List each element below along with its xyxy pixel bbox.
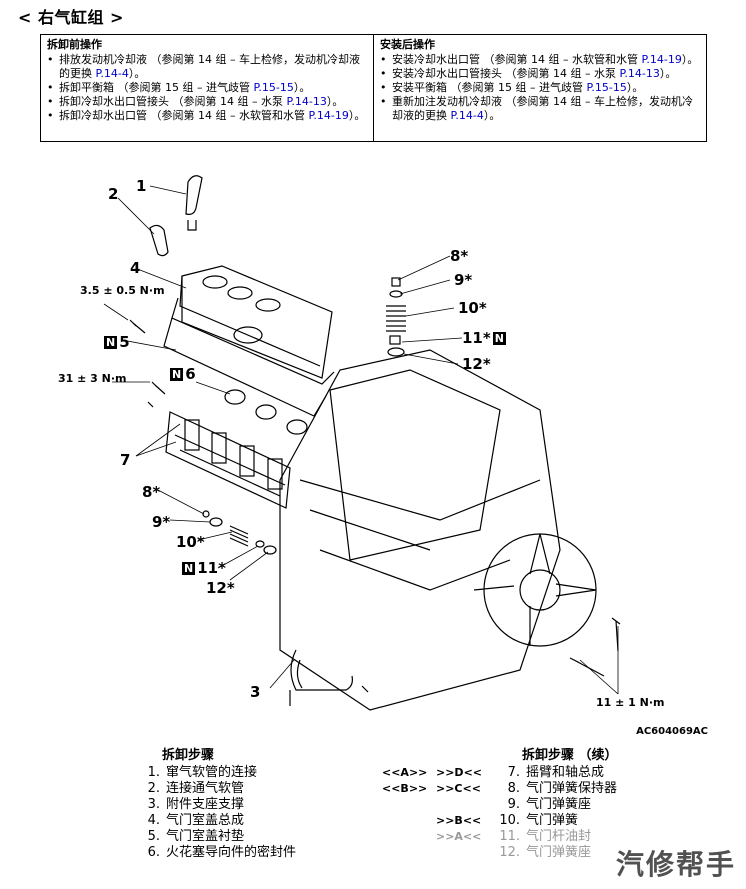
callout-12-left: 12*	[206, 579, 235, 597]
page-link[interactable]: P.15-15	[586, 81, 627, 94]
post-ops-heading: 安装后操作	[380, 38, 435, 51]
pre-ops-item: •排放发动机冷却液 （参阅第 14 组 – 车上检修，发动机冷却液的更换 P.1…	[47, 53, 360, 80]
page-link[interactable]: P.14-13	[286, 95, 327, 108]
replace-part-badge: N	[492, 332, 506, 345]
pre-ops-item: •拆卸冷却水出口管接头 （参阅第 14 组 – 水泵 P.14-13）。	[47, 95, 344, 108]
step-row: 1.窜气软管的连接	[147, 765, 258, 780]
page-link[interactable]: P.14-19	[641, 53, 682, 66]
step-row: 9.气门弹簧座	[507, 797, 592, 812]
callout-8-left: 8*	[142, 483, 161, 501]
step-row: >>A<<11.气门杆油封	[436, 829, 592, 844]
step-row: 2.连接通气软管	[147, 781, 245, 796]
step-row: >>B<<10.气门弹簧	[436, 813, 579, 828]
post-ops-item: •安装冷却水出口管接头 （参阅第 14 组 – 水泵 P.14-13）。	[380, 67, 677, 80]
replace-part-badge: N	[182, 562, 196, 575]
page-link[interactable]: P.14-13	[619, 67, 660, 80]
step-row: 12.气门弹簧座	[499, 845, 592, 860]
watermark-logo: 汽修帮手	[611, 843, 740, 883]
callout-11-right: 11*N	[462, 329, 506, 347]
torque-3-5: 3.5 ± 0.5 N·m	[80, 284, 165, 297]
callout-8-right: 8*	[450, 247, 469, 265]
callout-12-right: 12*	[462, 355, 491, 373]
page-link[interactable]: P.14-4	[95, 67, 129, 80]
step-row: 4.气门室盖总成	[147, 813, 245, 828]
step-row: 6.火花塞导向件的密封件	[147, 845, 297, 860]
callout-9-left: 9*	[152, 513, 171, 531]
step-row: 5.气门室盖衬垫	[147, 829, 245, 844]
engine-illustration	[103, 175, 621, 711]
post-ops-item: •重新加注发动机冷却液 （参阅第 14 组 – 车上检修，发动机冷却液的更换 P…	[380, 95, 693, 122]
replace-part-badge: N	[104, 336, 118, 349]
post-installation-operations: 安装后操作 •安装冷却水出口管 （参阅第 14 组 – 水软管和水管 P.14-…	[373, 35, 706, 141]
replace-part-badge: N	[170, 368, 184, 381]
pre-removal-operations: 拆卸前操作 •排放发动机冷却液 （参阅第 14 组 – 车上检修，发动机冷却液的…	[41, 35, 373, 141]
callout-2: 2	[108, 185, 119, 203]
callout-10-left: 10*	[176, 533, 205, 551]
page-title: < 右气缸组 >	[18, 8, 124, 27]
callout-7: 7	[120, 451, 131, 469]
torque-31: 31 ± 3 N·m	[58, 372, 127, 385]
callout-3: 3	[250, 683, 261, 701]
page-link[interactable]: P.14-4	[450, 109, 484, 122]
post-ops-item: •安装冷却水出口管 （参阅第 14 组 – 水软管和水管 P.14-19）。	[380, 53, 699, 66]
callout-1: 1	[136, 177, 147, 195]
figure-code: AC604069AC	[636, 726, 708, 737]
step-row: 3.附件支座支撑	[147, 797, 245, 812]
removal-steps-continued: 拆卸步骤 （续） <<A>>>>D<<7.摇臂和轴总成 <<B>>>>C<<8.…	[382, 748, 722, 861]
step-row: <<B>>>>C<<8.气门弹簧保持器	[382, 781, 618, 796]
page-link[interactable]: P.14-19	[308, 109, 349, 122]
pre-ops-item: •拆卸冷却水出口管 （参阅第 14 组 – 水软管和水管 P.14-19）。	[47, 109, 366, 122]
callout-4: 4	[130, 259, 141, 277]
pre-ops-item: •拆卸平衡箱 （参阅第 15 组 – 进气歧管 P.15-15）。	[47, 81, 311, 94]
post-ops-item: •安装平衡箱 （参阅第 15 组 – 进气歧管 P.15-15）。	[380, 81, 644, 94]
removal-steps: 拆卸步骤 1.窜气软管的连接 2.连接通气软管 3.附件支座支撑 4.气门室盖总…	[130, 748, 360, 861]
torque-11: 11 ± 1 N·m	[596, 696, 665, 709]
pre-ops-heading: 拆卸前操作	[47, 38, 102, 51]
step-row: <<A>>>>D<<7.摇臂和轴总成	[382, 765, 605, 780]
steps-heading: 拆卸步骤 （续）	[522, 748, 618, 763]
callout-9-right: 9*	[454, 271, 473, 289]
callout-10-right: 10*	[458, 299, 487, 317]
steps-heading: 拆卸步骤	[162, 748, 215, 763]
page-link[interactable]: P.15-15	[253, 81, 294, 94]
operations-table: 拆卸前操作 •排放发动机冷却液 （参阅第 14 组 – 车上检修，发动机冷却液的…	[40, 34, 707, 142]
